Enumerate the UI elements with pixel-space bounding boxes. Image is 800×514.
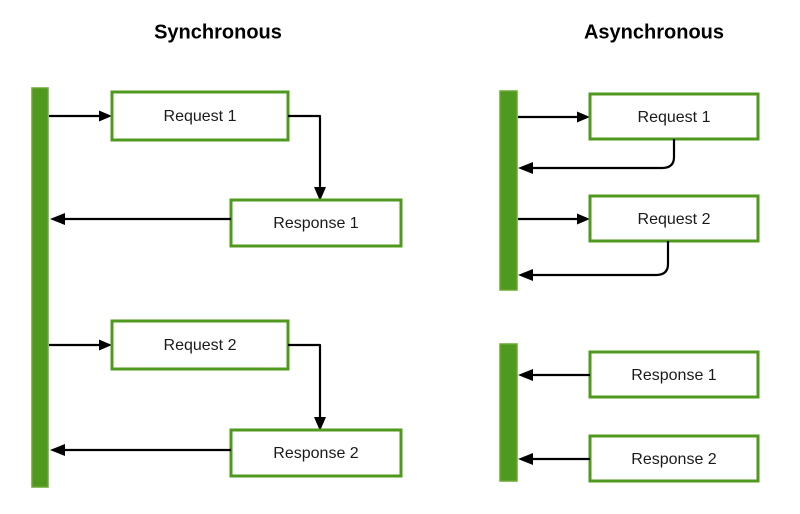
async-arrow-request-2-return [518,241,670,281]
sync-box-response-1: Response 1 [229,198,403,248]
message-box [229,198,403,248]
arrow-head-icon [577,111,590,123]
sync-response-1-label: Response 1 [273,215,358,232]
lifeline-client-synchronous [31,87,49,488]
sync-arrow-to-request-2 [49,339,112,351]
arrow-head-icon [50,444,65,456]
arrow-head-icon [50,213,65,225]
arrow-head-icon [577,213,590,225]
message-box [588,194,760,243]
arrow-head-icon [518,369,533,381]
async-arrow-response-2-to-client [518,453,590,465]
arrow-head-icon [99,339,112,351]
arrow-head-icon [99,110,112,122]
async-box-response-1: Response 1 [588,350,760,399]
sync-arrow-to-request-1 [49,110,112,122]
arrow-head-icon [314,417,326,431]
async-box-request-1: Request 1 [588,92,760,141]
message-box [229,428,403,478]
panel-synchronous: Synchronous Request 1 Response 1 [31,21,403,488]
arrow-head-icon [518,269,533,281]
arrow-head-icon [518,162,533,174]
async-response-1-label: Response 1 [631,367,716,384]
sync-box-request-1: Request 1 [110,90,290,142]
panel-asynchronous: Asynchronous Request 1 [499,21,760,483]
arrow-head-icon [314,187,326,201]
async-arrow-to-request-1 [518,111,590,123]
sync-arrow-response-1-to-client [50,213,231,225]
async-response-2-label: Response 2 [631,451,716,468]
sync-request-1-label: Request 1 [164,108,237,125]
sync-request-2-label: Request 2 [164,337,237,354]
panel-title-asynchronous: Asynchronous [584,21,724,43]
message-box [110,319,290,371]
sync-response-2-label: Response 2 [273,445,358,462]
async-request-1-label: Request 1 [638,109,711,126]
lifeline-client-async-upper [499,90,518,291]
lifeline-client-async-lower [499,343,518,482]
async-arrow-to-request-2 [518,213,590,225]
sync-box-response-2: Response 2 [229,428,403,478]
sync-box-request-2: Request 2 [110,319,290,371]
message-box [588,92,760,141]
arrow-head-icon [518,453,533,465]
async-arrow-request-1-return [518,139,676,174]
sync-arrow-request-2-to-response-2 [288,343,326,431]
sync-arrow-request-1-to-response-1 [288,114,326,201]
async-box-request-2: Request 2 [588,194,760,243]
panel-title-synchronous: Synchronous [154,21,282,43]
async-arrow-response-1-to-client [518,369,590,381]
sync-arrow-response-2-to-client [50,444,231,456]
async-request-2-label: Request 2 [638,211,711,228]
message-box [588,434,760,483]
async-box-response-2: Response 2 [588,434,760,483]
